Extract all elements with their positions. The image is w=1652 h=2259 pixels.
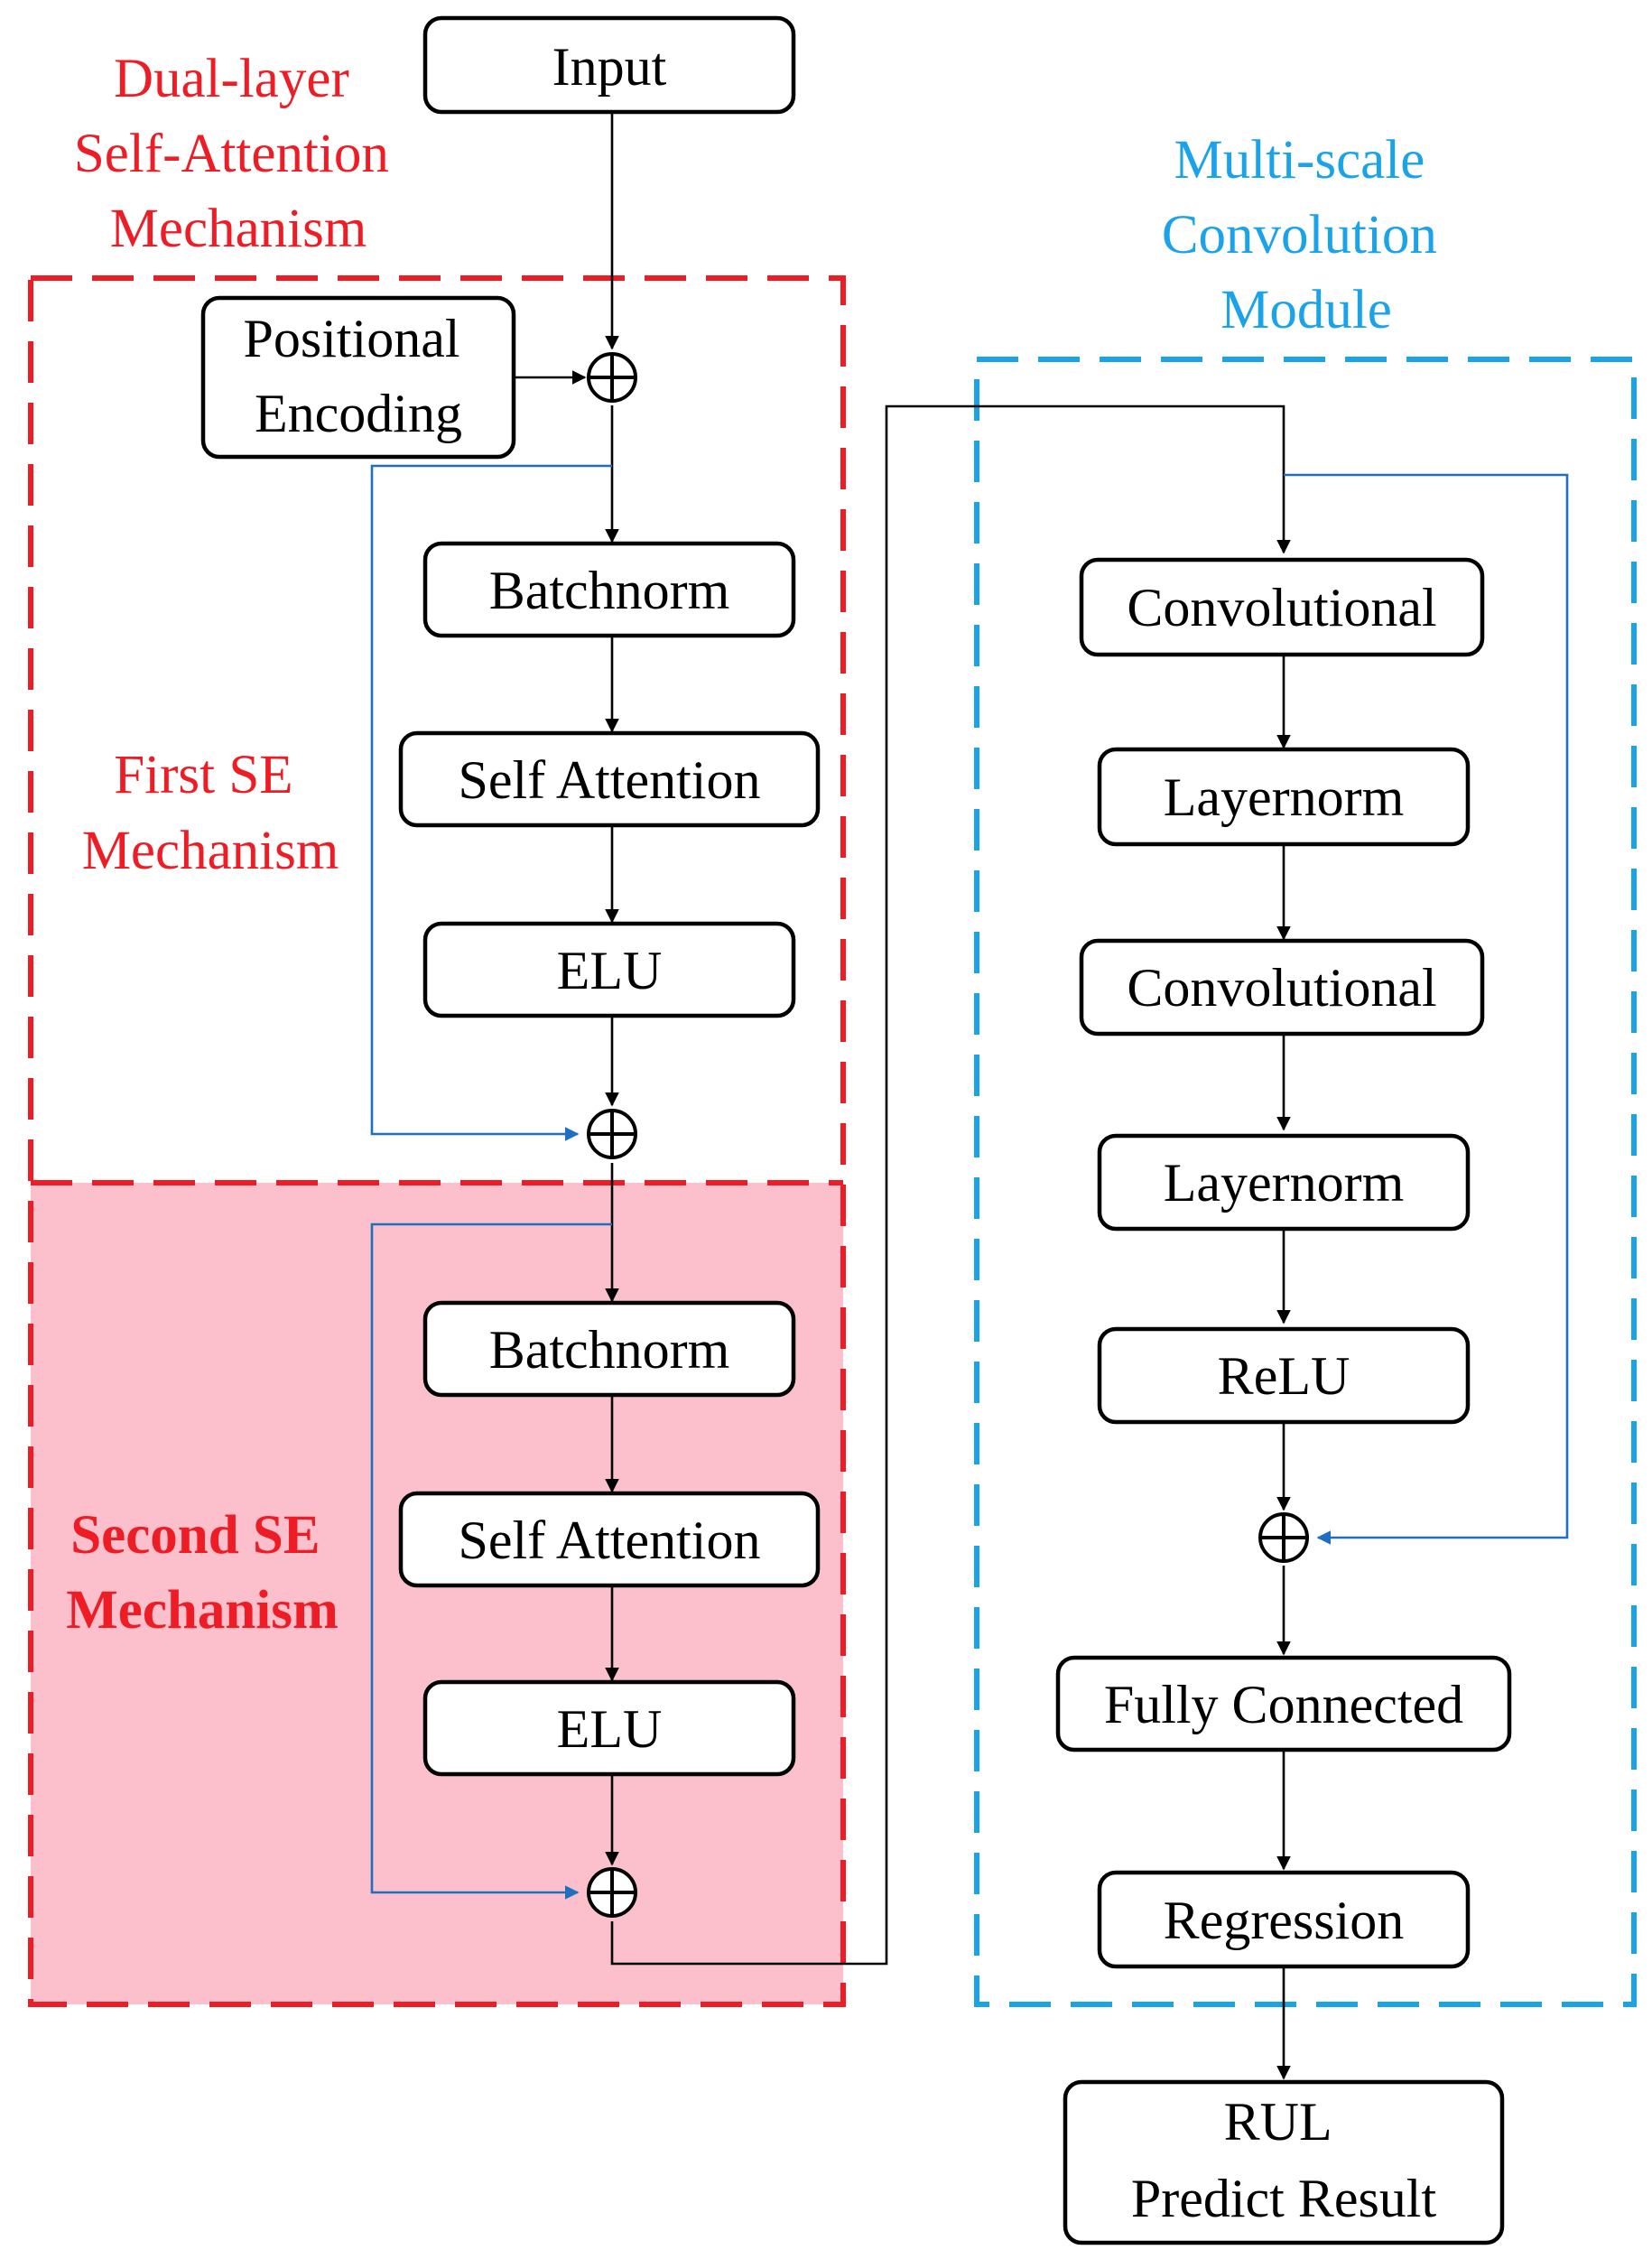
second-se-line-1: Second SE xyxy=(70,1505,320,1566)
input-box: Input xyxy=(422,15,796,115)
regression-box: Regression xyxy=(1097,1870,1471,1969)
self-attention-2-label: Self Attention xyxy=(459,1511,761,1570)
dual-layer-line-1: Dual-layer xyxy=(114,49,349,109)
convolutional-2-box: Convolutional xyxy=(1079,938,1485,1037)
batchnorm-2-box: Batchnorm xyxy=(422,1300,796,1398)
sum-node-2 xyxy=(587,1109,637,1159)
layernorm-1-box: Layernorm xyxy=(1097,747,1471,847)
sum-node-1 xyxy=(587,352,637,403)
convolutional-1-label: Convolutional xyxy=(1127,578,1436,637)
second-se-label: Second SE Mechanism xyxy=(66,1505,339,1641)
elu-2-box: ELU xyxy=(422,1679,796,1777)
positional-encoding-label: Positional Encoding xyxy=(243,309,473,443)
multi-scale-line-3: Module xyxy=(1220,280,1392,340)
dual-layer-label: Dual-layer Self-Attention Mechanism xyxy=(74,49,403,259)
first-se-label: First SE Mechanism xyxy=(82,745,339,881)
rul-line-1: RUL xyxy=(1224,2092,1331,2152)
layernorm-2-label: Layernorm xyxy=(1164,1153,1405,1213)
elu-2-label: ELU xyxy=(557,1699,663,1759)
dual-layer-line-2: Self-Attention xyxy=(74,124,389,184)
relu-box: ReLU xyxy=(1097,1326,1471,1425)
multi-scale-line-2: Convolution xyxy=(1162,205,1437,265)
layernorm-2-box: Layernorm xyxy=(1097,1133,1471,1232)
second-se-line-2: Mechanism xyxy=(66,1580,339,1641)
self-attention-2-box: Self Attention xyxy=(398,1491,821,1588)
convolutional-1-box: Convolutional xyxy=(1079,557,1485,657)
fully-connected-label: Fully Connected xyxy=(1104,1675,1463,1734)
sum-node-4 xyxy=(1258,1512,1309,1563)
positional-encoding-line-2: Encoding xyxy=(255,384,462,443)
multi-scale-label: Multi-scale Convolution Module xyxy=(1162,130,1451,340)
first-se-line-1: First SE xyxy=(114,745,292,805)
skip-connection-second-se xyxy=(370,1222,612,1900)
skip-connection-multi-scale xyxy=(1284,473,1569,1545)
rul-line-2: Predict Result xyxy=(1131,2169,1437,2228)
multi-scale-line-1: Multi-scale xyxy=(1174,130,1425,191)
regression-label: Regression xyxy=(1164,1891,1405,1950)
fully-connected-box: Fully Connected xyxy=(1055,1655,1512,1752)
positional-encoding-box: Positional Encoding xyxy=(200,295,516,460)
layernorm-1-label: Layernorm xyxy=(1164,767,1405,827)
positional-encoding-line-1: Positional xyxy=(243,309,459,368)
batchnorm-1-label: Batchnorm xyxy=(489,561,730,620)
rul-predict-result-label: RUL Predict Result xyxy=(1131,2092,1437,2228)
input-label: Input xyxy=(552,37,667,97)
dual-layer-line-3: Mechanism xyxy=(110,199,367,259)
batchnorm-2-label: Batchnorm xyxy=(489,1320,730,1380)
batchnorm-1-box: Batchnorm xyxy=(422,541,796,638)
connector-sum-3-to-convolutional-1 xyxy=(610,404,1291,1966)
self-attention-1-label: Self Attention xyxy=(459,750,761,810)
self-attention-1-box: Self Attention xyxy=(398,730,821,828)
skip-connection-first-se xyxy=(370,464,612,1141)
elu-1-label: ELU xyxy=(557,941,663,1000)
elu-1-box: ELU xyxy=(422,921,796,1018)
relu-label: ReLU xyxy=(1218,1346,1350,1406)
dual-layer-region-border xyxy=(28,275,846,2007)
first-se-line-2: Mechanism xyxy=(82,821,339,881)
convolutional-2-label: Convolutional xyxy=(1127,958,1436,1018)
sum-node-3 xyxy=(587,1867,637,1918)
multi-scale-region-border xyxy=(974,357,1637,2007)
rul-predict-result-box: RUL Predict Result xyxy=(1063,2079,1505,2245)
